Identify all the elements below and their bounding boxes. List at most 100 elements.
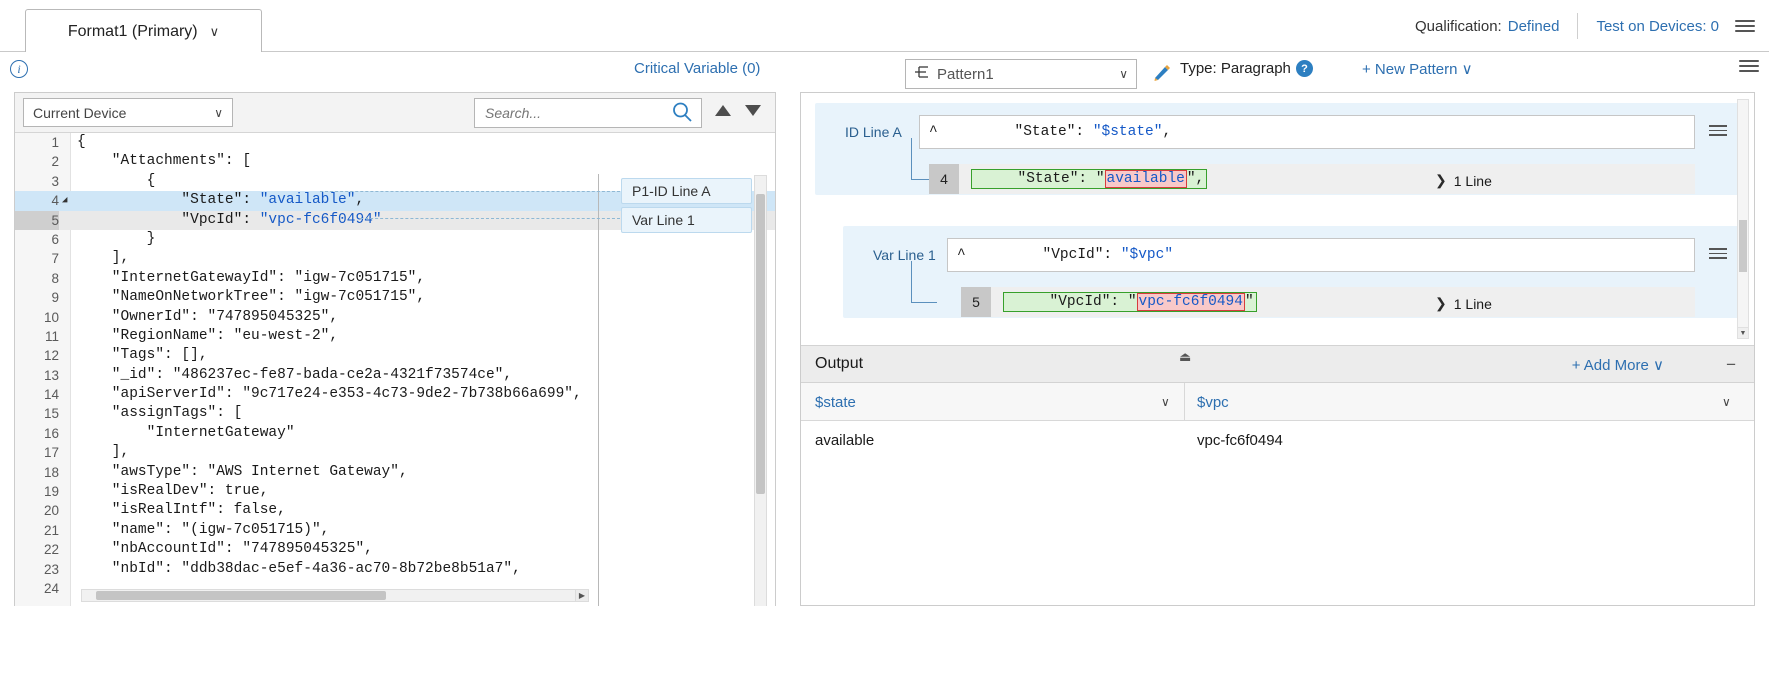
code-line[interactable]: 14 "apiServerId": "9c717e24-e353-4c73-9d… bbox=[15, 385, 775, 404]
chevron-right-icon: ❯ bbox=[1435, 172, 1447, 188]
code-line[interactable]: 18 "awsType": "AWS Internet Gateway", bbox=[15, 463, 775, 482]
match-highlight: "VpcId": "vpc-fc6f0494" bbox=[1003, 292, 1257, 312]
scroll-thumb[interactable] bbox=[96, 591, 386, 600]
info-icon[interactable]: i bbox=[10, 60, 28, 78]
code-line[interactable]: 16 "InternetGateway" bbox=[15, 424, 775, 443]
tab-format1[interactable]: Format1 (Primary) ∨ bbox=[25, 9, 262, 53]
pattern-connector bbox=[911, 138, 937, 180]
line-count-1[interactable]: ❯ 1 Line bbox=[1435, 172, 1492, 189]
code-vertical-scrollbar[interactable] bbox=[754, 175, 767, 606]
pattern-expression-var-line-1[interactable]: ^ "VpcId": "$vpc" bbox=[947, 238, 1695, 272]
menu-icon[interactable] bbox=[1735, 20, 1755, 32]
device-select[interactable]: Current Device ∨ bbox=[23, 98, 233, 127]
chevron-down-icon[interactable]: ∨ bbox=[1722, 395, 1731, 409]
pattern-scroll-down-icon[interactable]: ▼ bbox=[1737, 327, 1749, 339]
code-line[interactable]: 17 ], bbox=[15, 443, 775, 462]
device-select-value: Current Device bbox=[33, 104, 127, 121]
code-line[interactable]: 20 "isRealIntf": false, bbox=[15, 501, 775, 520]
code-text: "assignTags": [ bbox=[77, 405, 243, 422]
scroll-thumb[interactable] bbox=[756, 194, 765, 494]
callout-p1-id-line-a[interactable]: P1-ID Line A bbox=[621, 178, 752, 204]
left-pane-toolbar: Current Device ∨ bbox=[15, 93, 775, 133]
line-number: 9 bbox=[51, 290, 59, 306]
code-split-divider bbox=[598, 174, 599, 606]
match-line-number: 5 bbox=[961, 287, 991, 317]
minimize-icon[interactable]: − bbox=[1726, 355, 1736, 374]
search-box[interactable] bbox=[474, 98, 702, 128]
code-line[interactable]: 9 "NameOnNetworkTree": "igw-7c051715", bbox=[15, 288, 775, 307]
chevron-down-icon: ∨ bbox=[1461, 61, 1473, 78]
callout-var-line-1[interactable]: Var Line 1 bbox=[621, 207, 752, 233]
test-on-devices-link[interactable]: Test on Devices: 0 bbox=[1596, 17, 1719, 35]
search-input[interactable] bbox=[483, 104, 669, 122]
chevron-down-icon[interactable]: ∨ bbox=[209, 23, 220, 39]
pattern-row-menu-icon[interactable] bbox=[1709, 248, 1727, 259]
line-number: 12 bbox=[43, 348, 59, 364]
code-line[interactable]: 23 "nbId": "ddb38dac-e5ef-4a36-ac70-8b72… bbox=[15, 560, 775, 579]
chevron-down-icon[interactable]: ∨ bbox=[1161, 395, 1170, 409]
search-prev-icon[interactable] bbox=[715, 105, 731, 116]
code-line[interactable]: 1{ bbox=[15, 133, 775, 152]
tab-label: Format1 (Primary) bbox=[67, 22, 198, 40]
line-number: 8 bbox=[51, 270, 59, 286]
code-line[interactable]: 3 { bbox=[15, 172, 775, 191]
code-text: { bbox=[77, 134, 86, 150]
code-line[interactable]: 2 "Attachments": [ bbox=[15, 152, 775, 171]
code-text: "_id": "486237ec-fe87-bada-ce2a-4321f735… bbox=[77, 366, 513, 383]
critical-variable-link[interactable]: Critical Variable (0) bbox=[634, 60, 761, 77]
code-line[interactable]: 10 "OwnerId": "747895045325", bbox=[15, 308, 775, 327]
output-column-vpc[interactable]: $vpc ∨ bbox=[1197, 383, 1737, 421]
code-scroll-right-icon[interactable]: ▶ bbox=[575, 589, 589, 602]
eject-icon[interactable]: ⏏ bbox=[1179, 349, 1192, 364]
code-line[interactable]: 6 } bbox=[15, 230, 775, 249]
pattern-row-menu-icon[interactable] bbox=[1709, 125, 1727, 136]
code-line[interactable]: 19 "isRealDev": true, bbox=[15, 482, 775, 501]
callout-label: Var Line 1 bbox=[632, 212, 695, 228]
code-line[interactable]: 24 bbox=[15, 579, 775, 598]
code-line[interactable]: 8 "InternetGatewayId": "igw-7c051715", bbox=[15, 269, 775, 288]
search-icon[interactable] bbox=[671, 101, 693, 126]
new-pattern-button[interactable]: + New Pattern ∨ bbox=[1362, 60, 1473, 78]
line-number: 19 bbox=[43, 484, 59, 500]
code-text: "VpcId": "vpc-fc6f0494" bbox=[77, 211, 382, 228]
help-icon[interactable]: ? bbox=[1296, 60, 1313, 77]
code-line[interactable]: 12 "Tags": [], bbox=[15, 346, 775, 365]
qualification-value[interactable]: Defined bbox=[1507, 17, 1560, 35]
search-next-icon[interactable] bbox=[745, 105, 761, 116]
code-line[interactable]: 21 "name": "(igw-7c051715)", bbox=[15, 521, 775, 540]
output-column-state[interactable]: $state ∨ bbox=[815, 383, 1175, 421]
chevron-down-icon: ∨ bbox=[214, 105, 223, 120]
code-line[interactable]: 11 "RegionName": "eu-west-2", bbox=[15, 327, 775, 346]
match-highlight: "State": "available", bbox=[971, 169, 1208, 189]
code-line[interactable]: 13 "_id": "486237ec-fe87-bada-ce2a-4321f… bbox=[15, 366, 775, 385]
top-bar: Format1 (Primary) ∨ Qualification: Defin… bbox=[0, 0, 1769, 53]
code-line[interactable]: 4◢ "State": "available", bbox=[15, 191, 775, 211]
line-count-2[interactable]: ❯ 1 Line bbox=[1435, 295, 1492, 312]
pattern-select[interactable]: Pattern1 ∨ bbox=[905, 59, 1137, 89]
code-line[interactable]: 15 "assignTags": [ bbox=[15, 404, 775, 423]
fold-icon[interactable]: ◢ bbox=[62, 195, 68, 206]
scroll-thumb[interactable] bbox=[1739, 220, 1747, 272]
add-more-button[interactable]: + Add More ∨ bbox=[1572, 356, 1664, 374]
table-row[interactable]: available vpc-fc6f0494 bbox=[801, 421, 1754, 459]
pattern-match-row-2: 5 "VpcId": "vpc-fc6f0494" bbox=[961, 287, 1695, 317]
line-number: 15 bbox=[43, 406, 59, 422]
callout-connector-a bbox=[320, 191, 620, 192]
line-number: 1 bbox=[51, 135, 59, 150]
pattern-expression-text: "VpcId": "$vpc" bbox=[1007, 247, 1174, 263]
line-number: 18 bbox=[43, 464, 59, 480]
code-horizontal-scrollbar[interactable] bbox=[81, 589, 581, 602]
pattern-vertical-scrollbar[interactable] bbox=[1737, 99, 1749, 339]
top-right-actions: Qualification: Defined Test on Devices: … bbox=[1415, 0, 1759, 52]
edit-pencil-icon[interactable] bbox=[1152, 62, 1172, 85]
code-editor[interactable]: 1{2 "Attachments": [3 {4◢ "State": "avai… bbox=[15, 133, 775, 606]
code-line[interactable]: 7 ], bbox=[15, 249, 775, 268]
line-number: 5 bbox=[15, 210, 59, 230]
code-line[interactable]: 5 "VpcId": "vpc-fc6f0494" bbox=[15, 210, 775, 230]
code-line[interactable]: 22 "nbAccountId": "747895045325", bbox=[15, 540, 775, 559]
right-menu-icon[interactable] bbox=[1739, 60, 1759, 72]
pattern-expression-id-line-a[interactable]: ^ "State": "$state", bbox=[919, 115, 1695, 149]
divider bbox=[1577, 13, 1579, 39]
code-text: "isRealDev": true, bbox=[77, 483, 269, 500]
pattern-label-var-line-1: Var Line 1 bbox=[873, 247, 936, 263]
